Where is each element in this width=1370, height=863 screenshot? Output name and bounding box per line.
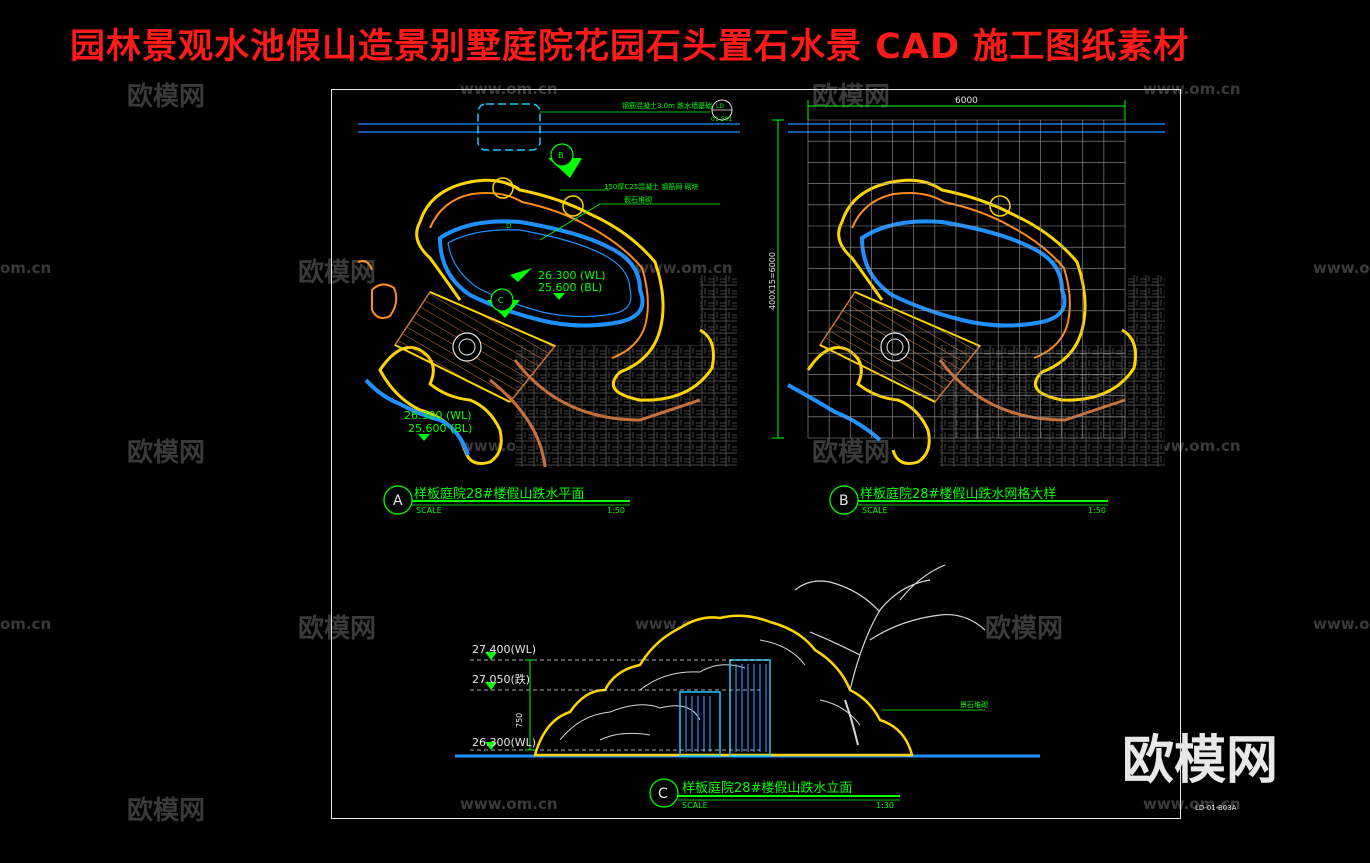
watermark-url: www.om.cn: [1143, 80, 1241, 98]
level-1-wl: 26.300 (WL): [538, 269, 606, 282]
watermark-text: 欧模网: [127, 796, 206, 826]
dim-side: 400X15=6000: [768, 252, 777, 310]
watermark-url: www.om.cn: [1143, 795, 1241, 813]
watermark-text: 欧模网: [298, 258, 377, 288]
watermark-url: om.cn: [0, 259, 52, 277]
watermark-url: www.om.cn: [1313, 259, 1370, 277]
elev-c-title: 样板庭院28#楼假山跌水立面: [682, 780, 852, 796]
dim-top: 6000: [955, 96, 978, 106]
drawing-sheet-frame: [331, 89, 1181, 819]
note-top: 钢筋混凝土3.0m 跌水墙基础: [622, 101, 712, 110]
page-title: 园林景观水池假山造景别墅庭院花园石头置石水景 CAD 施工图纸素材: [70, 27, 1190, 67]
watermark-url: om.cn: [0, 615, 52, 633]
watermark-text: 欧模网: [985, 614, 1064, 644]
level-2-wl: 26.300 (WL): [404, 409, 472, 422]
watermark-text: 欧模网: [127, 82, 206, 112]
plan-a-scale-value: 1:50: [607, 506, 625, 515]
plan-b-title: 样板庭院28#楼假山跌水网格大样: [860, 486, 1056, 502]
stone-note: 景石堆砌: [960, 700, 988, 709]
plan-b: [772, 100, 1165, 515]
level-bottom: 26.300(WL): [472, 736, 536, 749]
plan-b-scale-value: 1:50: [1088, 506, 1106, 515]
elevation-dim: 750: [515, 713, 524, 728]
section-marker-d: D: [506, 222, 511, 230]
plan-a-marker: A: [393, 493, 403, 509]
level-top: 27.400(WL): [472, 643, 536, 656]
plan-b-scale-label: SCALE: [862, 506, 888, 515]
level-1-bl: 25.600 (BL): [538, 281, 602, 294]
watermark-large: 欧模网: [1122, 731, 1279, 791]
watermark-text: 欧模网: [127, 438, 206, 468]
level-mid: 27.050(跌): [472, 672, 530, 686]
plan-a: [357, 99, 740, 515]
grid-overlay: [807, 119, 1126, 439]
section-marker-b: B: [558, 151, 564, 160]
note-ref-bottom: 01-501: [711, 116, 732, 123]
plan-a-title: 样板庭院28#楼假山跌水平面: [414, 486, 584, 502]
watermark-text: 欧模网: [812, 438, 891, 468]
sheet-code: LD-01-B03A: [1195, 804, 1237, 812]
watermark-url: www.om.cn: [460, 795, 558, 813]
watermark-url: www.om.cn: [1313, 615, 1370, 633]
watermark-url: www.om.cn: [1143, 437, 1241, 455]
elev-c-scale-value: 1:30: [876, 801, 894, 810]
elevation-c: [455, 564, 1040, 808]
section-marker-c: C: [498, 296, 504, 305]
elev-c-marker: C: [658, 786, 668, 802]
note-stone-2: 假石堆砌: [624, 195, 652, 204]
note-stone-1: 150厚C25混凝土 钢筋网 砌块: [604, 182, 699, 191]
watermark-text: 欧模网: [812, 82, 891, 112]
plan-a-scale-label: SCALE: [416, 506, 442, 515]
plan-b-marker: B: [839, 493, 849, 509]
watermark-text: 欧模网: [298, 614, 377, 644]
level-2-bl: 25.600 (BL): [408, 422, 472, 435]
elev-c-scale-label: SCALE: [682, 801, 708, 810]
note-ref-top: LD: [716, 103, 724, 110]
